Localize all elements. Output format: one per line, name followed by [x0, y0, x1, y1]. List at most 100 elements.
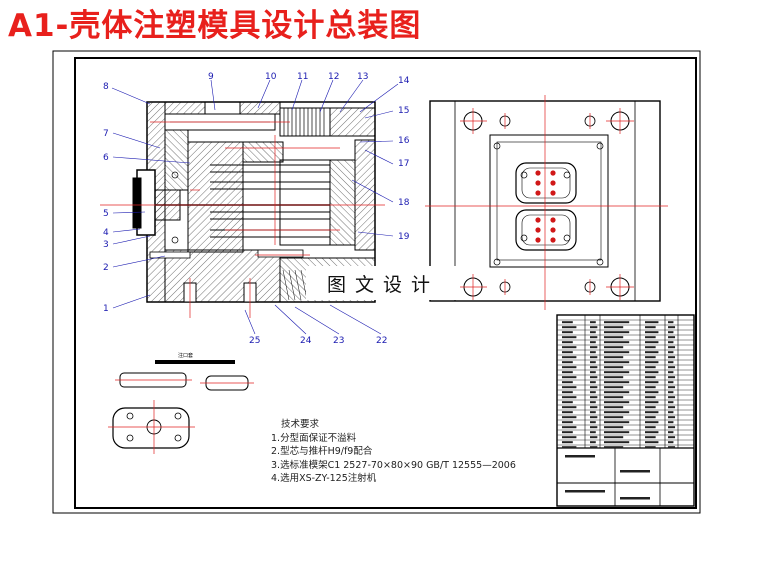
plan-centerlines — [425, 95, 668, 310]
bom-text-mark — [562, 336, 577, 339]
bom-text-mark — [590, 386, 598, 389]
bom-text-mark — [668, 431, 674, 434]
callout-8: 8 — [103, 82, 109, 92]
title-block-text-mark — [565, 455, 595, 458]
bom-text-mark — [604, 436, 624, 439]
callout-3: 3 — [103, 240, 109, 250]
bom-text-mark — [668, 391, 674, 394]
bom-text-mark — [590, 411, 596, 414]
callout-7: 7 — [103, 129, 109, 139]
bom-text-mark — [604, 331, 630, 334]
bom-text-mark — [590, 421, 596, 424]
bom-text-mark — [645, 361, 659, 364]
tech-heading: 技术要求 — [281, 419, 320, 430]
bom-text-mark — [645, 341, 659, 344]
bom-text-mark — [562, 376, 577, 379]
bom-text-mark — [590, 426, 598, 429]
bom-text-mark — [562, 406, 577, 409]
bom-text-mark — [590, 341, 596, 344]
title-block-rows — [557, 319, 694, 446]
bom-text-mark — [668, 396, 676, 399]
bom-text-mark — [668, 341, 674, 344]
bom-text-mark — [668, 446, 676, 449]
section-centerlines — [100, 121, 385, 318]
bom-text-mark — [604, 446, 624, 449]
bom-text-mark — [562, 416, 577, 419]
bom-text-mark — [668, 436, 676, 439]
callout-22: 22 — [376, 336, 387, 346]
bom-text-mark — [590, 321, 596, 324]
bom-text-mark — [668, 366, 676, 369]
title-block — [556, 314, 695, 507]
bom-text-mark — [604, 346, 624, 349]
bom-text-mark — [604, 326, 624, 329]
bom-text-mark — [562, 411, 573, 414]
bom-text-mark — [668, 356, 676, 359]
bom-text-mark — [604, 396, 624, 399]
bom-text-mark — [604, 356, 624, 359]
bom-text-mark — [668, 381, 674, 384]
bom-text-mark — [562, 426, 577, 429]
callout-16: 16 — [398, 136, 410, 146]
bom-text-mark — [668, 376, 676, 379]
bom-text-mark — [645, 386, 656, 389]
callout-14: 14 — [398, 76, 410, 86]
bom-text-mark — [668, 416, 676, 419]
title-block-text-marks — [562, 321, 676, 500]
tech-item: 1.分型面保证不溢料 — [271, 432, 357, 444]
callout-4: 4 — [103, 228, 109, 238]
bom-text-mark — [590, 416, 598, 419]
bom-text-mark — [604, 361, 630, 364]
bom-text-mark — [604, 411, 630, 414]
bom-text-mark — [590, 431, 596, 434]
callout-24: 24 — [300, 336, 312, 346]
tech-item: 4.选用XS-ZY-125注射机 — [271, 473, 377, 484]
detail-centerlines — [108, 379, 254, 454]
bom-text-mark — [645, 411, 659, 414]
bom-text-mark — [562, 366, 577, 369]
bom-text-mark — [645, 381, 659, 384]
bom-text-mark — [645, 371, 659, 374]
bom-text-mark — [590, 391, 596, 394]
leader-lines — [111, 79, 399, 335]
bom-text-mark — [562, 441, 573, 444]
drawing-title: A1-壳体注塑模具设计总装图 — [8, 8, 422, 44]
bom-text-mark — [645, 446, 656, 449]
callout-19: 19 — [398, 232, 410, 242]
bom-text-mark — [562, 371, 573, 374]
bom-text-mark — [668, 331, 674, 334]
bom-text-mark — [645, 421, 659, 424]
bom-text-mark — [668, 441, 674, 444]
bom-text-mark — [668, 336, 676, 339]
bom-text-mark — [668, 386, 676, 389]
bom-text-mark — [604, 351, 630, 354]
bom-text-mark — [645, 431, 659, 434]
bom-text-mark — [668, 411, 674, 414]
callout-1: 1 — [103, 304, 109, 314]
bom-text-mark — [590, 371, 596, 374]
bom-text-mark — [590, 356, 598, 359]
bom-text-mark — [668, 426, 676, 429]
bom-text-mark — [668, 421, 674, 424]
watermark: 图文设计 — [306, 266, 460, 300]
plan-ejector-dots — [535, 170, 556, 243]
bom-text-mark — [604, 421, 630, 424]
bom-text-mark — [562, 431, 573, 434]
sheet-border-outer — [52, 50, 701, 514]
bom-text-mark — [604, 366, 624, 369]
bom-text-mark — [562, 436, 577, 439]
bom-text-mark — [645, 366, 656, 369]
bom-text-mark — [590, 361, 596, 364]
bom-text-mark — [604, 391, 630, 394]
bom-text-mark — [590, 406, 598, 409]
bom-text-mark — [562, 351, 573, 354]
bom-text-mark — [604, 371, 630, 374]
bom-text-mark — [562, 331, 573, 334]
callout-25: 25 — [249, 336, 260, 346]
bom-text-mark — [604, 401, 630, 404]
bom-text-mark — [645, 416, 656, 419]
bom-text-mark — [668, 406, 676, 409]
bom-text-mark — [590, 346, 598, 349]
bom-text-mark — [590, 441, 596, 444]
bom-text-mark — [604, 441, 630, 444]
